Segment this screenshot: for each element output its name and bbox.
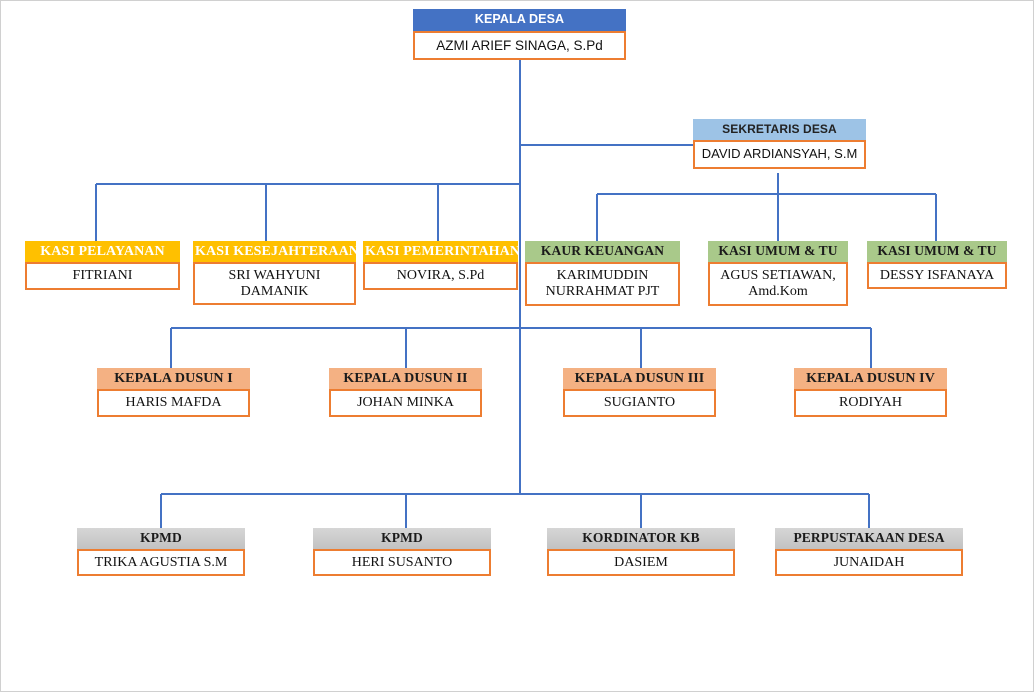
node-kaur-keuangan[interactable]: KAUR KEUANGAN KARIMUDDIN NURRAHMAT PJT [525, 241, 680, 306]
node-name: DESSY ISFANAYA [867, 261, 1007, 290]
node-title: KAUR KEUANGAN [525, 241, 680, 262]
node-kepala-dusun-2[interactable]: KEPALA DUSUN II JOHAN MINKA [329, 368, 482, 417]
node-title: KEPALA DUSUN II [329, 368, 482, 390]
node-title: PERPUSTAKAAN DESA [775, 528, 963, 549]
node-title: KPMD [313, 528, 491, 549]
node-kasi-pelayanan[interactable]: KASI PELAYANAN FITRIANI [25, 241, 180, 290]
node-name: DASIEM [547, 548, 735, 577]
node-kasi-kesejahteraan[interactable]: KASI KESEJAHTERAAN SRI WAHYUNI DAMANIK [193, 241, 356, 306]
node-title: KEPALA DUSUN III [563, 368, 716, 390]
node-title: KASI PEMERINTAHAN [363, 241, 518, 263]
node-title: KEPALA DUSUN I [97, 368, 250, 390]
node-kepala-dusun-3[interactable]: KEPALA DUSUN III SUGIANTO [563, 368, 716, 417]
node-title: KASI PELAYANAN [25, 241, 180, 263]
node-kasi-umum-tu-2[interactable]: KASI UMUM & TU DESSY ISFANAYA [867, 241, 1007, 290]
node-title: KEPALA DUSUN IV [794, 368, 947, 390]
node-name: AGUS SETIAWAN, Amd.Kom [708, 261, 848, 306]
node-kpmd-1[interactable]: KPMD TRIKA AGUSTIA S.M [77, 528, 245, 577]
node-name: FITRIANI [25, 262, 180, 290]
node-kepala-dusun-4[interactable]: KEPALA DUSUN IV RODIYAH [794, 368, 947, 417]
node-kepala-desa[interactable]: KEPALA DESA AZMI ARIEF SINAGA, S.Pd [413, 9, 626, 60]
node-kpmd-2[interactable]: KPMD HERI SUSANTO [313, 528, 491, 577]
node-name: KARIMUDDIN NURRAHMAT PJT [525, 261, 680, 306]
node-name: JUNAIDAH [775, 548, 963, 577]
node-kasi-pemerintahan[interactable]: KASI PEMERINTAHAN NOVIRA, S.Pd [363, 241, 518, 290]
node-title: KEPALA DESA [413, 9, 626, 31]
node-kordinator-kb[interactable]: KORDINATOR KB DASIEM [547, 528, 735, 577]
node-name: JOHAN MINKA [329, 389, 482, 417]
node-sekretaris-desa[interactable]: SEKRETARIS DESA DAVID ARDIANSYAH, S.M [693, 119, 866, 169]
node-title: KASI KESEJAHTERAAN [193, 241, 356, 263]
node-name: HERI SUSANTO [313, 548, 491, 577]
node-name: NOVIRA, S.Pd [363, 262, 518, 290]
node-title: KPMD [77, 528, 245, 549]
node-kasi-umum-tu-1[interactable]: KASI UMUM & TU AGUS SETIAWAN, Amd.Kom [708, 241, 848, 306]
node-perpustakaan-desa[interactable]: PERPUSTAKAAN DESA JUNAIDAH [775, 528, 963, 577]
node-name: SRI WAHYUNI DAMANIK [193, 262, 356, 306]
node-name: SUGIANTO [563, 389, 716, 417]
node-name: AZMI ARIEF SINAGA, S.Pd [413, 30, 626, 60]
node-title: SEKRETARIS DESA [693, 119, 866, 140]
node-name: TRIKA AGUSTIA S.M [77, 548, 245, 577]
node-title: KASI UMUM & TU [708, 241, 848, 262]
node-name: HARIS MAFDA [97, 389, 250, 417]
node-title: KORDINATOR KB [547, 528, 735, 549]
node-kepala-dusun-1[interactable]: KEPALA DUSUN I HARIS MAFDA [97, 368, 250, 417]
node-name: RODIYAH [794, 389, 947, 417]
node-name: DAVID ARDIANSYAH, S.M [693, 139, 866, 169]
node-title: KASI UMUM & TU [867, 241, 1007, 262]
